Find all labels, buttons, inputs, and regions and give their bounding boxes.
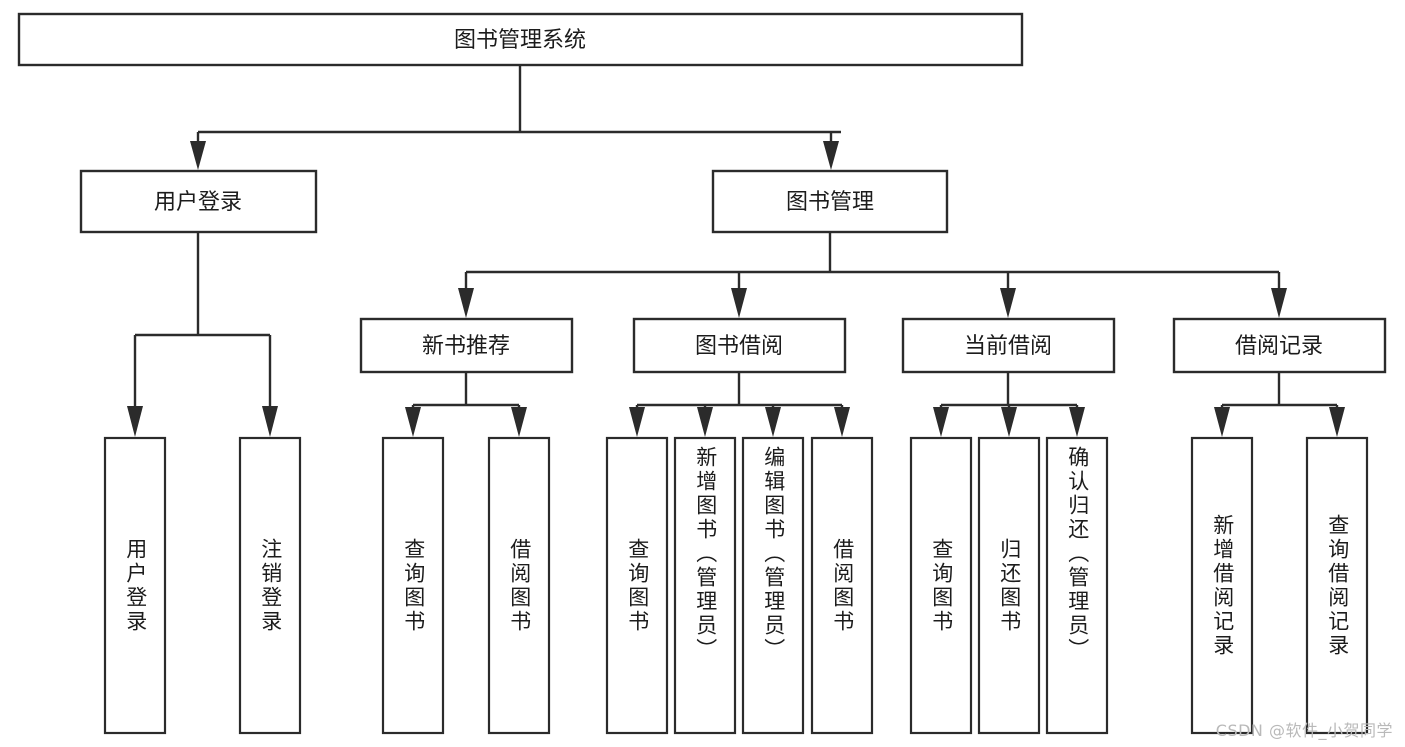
leaf-user-login-box[interactable] bbox=[103, 436, 167, 735]
leaf-query-book-3[interactable] bbox=[909, 436, 973, 735]
node-root[interactable]: 图书管理系统 bbox=[17, 12, 1024, 67]
user-login-label: 用户登录 bbox=[154, 190, 242, 215]
node-new-book-recommend[interactable]: 新书推荐 bbox=[359, 317, 574, 374]
leaf-query-borrow-record[interactable] bbox=[1305, 436, 1369, 735]
arrow-to-leaf-borrow-book-2 bbox=[834, 407, 850, 437]
leaf-confirm-return-admin[interactable] bbox=[1045, 436, 1109, 735]
node-borrow-record[interactable]: 借阅记录 bbox=[1172, 317, 1387, 374]
leaf-borrow-book-2-box[interactable] bbox=[810, 436, 874, 735]
arrow-to-leaf-borrow-book-1 bbox=[511, 407, 527, 437]
root-box[interactable] bbox=[17, 12, 1024, 67]
leaf-add-book-admin-box[interactable] bbox=[673, 436, 737, 735]
arrow-to-leaf-add-record bbox=[1214, 407, 1230, 437]
leaf-query-book-2[interactable] bbox=[605, 436, 669, 735]
new-book-recommend-box[interactable] bbox=[359, 317, 574, 374]
arrow-to-leaf-logout bbox=[262, 406, 278, 437]
current-borrow-label: 当前借阅 bbox=[964, 334, 1052, 359]
leaf-logout-login-box[interactable] bbox=[238, 436, 302, 735]
arrow-to-leaf-query-book-2 bbox=[629, 407, 645, 437]
node-user-login[interactable]: 用户登录 bbox=[79, 169, 318, 234]
connector-root-to-level2 bbox=[190, 65, 841, 170]
arrow-to-leaf-user-login bbox=[127, 406, 143, 437]
connector-newbookrec-to-leaves bbox=[405, 372, 527, 437]
leaf-query-book-1-box[interactable] bbox=[381, 436, 445, 735]
node-current-borrow[interactable]: 当前借阅 bbox=[901, 317, 1116, 374]
arrow-to-book-manage bbox=[823, 141, 839, 170]
arrow-to-leaf-return-book bbox=[1001, 407, 1017, 437]
leaf-query-book-3-box[interactable] bbox=[909, 436, 973, 735]
leaf-query-borrow-record-box[interactable] bbox=[1305, 436, 1369, 735]
leaf-return-book[interactable] bbox=[977, 436, 1041, 735]
node-book-borrow[interactable]: 图书借阅 bbox=[632, 317, 847, 374]
new-book-recommend-label: 新书推荐 bbox=[422, 334, 510, 359]
connector-borrowrecord-to-leaves bbox=[1214, 372, 1345, 437]
arrow-to-leaf-query-book-3 bbox=[933, 407, 949, 437]
arrow-to-user-login bbox=[190, 141, 206, 170]
connector-currentborrow-to-leaves bbox=[933, 372, 1085, 437]
arrow-to-leaf-confirm-return bbox=[1069, 407, 1085, 437]
leaf-add-borrow-record-box[interactable] bbox=[1190, 436, 1254, 735]
leaf-edit-book-admin-box[interactable] bbox=[741, 436, 805, 735]
leaf-query-book-2-box[interactable] bbox=[605, 436, 669, 735]
user-login-box[interactable] bbox=[79, 169, 318, 234]
connector-bookborrow-to-leaves bbox=[629, 372, 850, 437]
leaf-logout-login[interactable] bbox=[238, 436, 302, 735]
arrow-to-leaf-edit-book bbox=[765, 407, 781, 437]
node-book-manage[interactable]: 图书管理 bbox=[711, 169, 949, 234]
book-borrow-label: 图书借阅 bbox=[695, 334, 783, 359]
leaf-edit-book-admin[interactable] bbox=[741, 436, 805, 735]
borrow-record-label: 借阅记录 bbox=[1235, 334, 1323, 359]
arrow-to-leaf-query-record bbox=[1329, 407, 1345, 437]
connector-bookmanage-to-level3 bbox=[458, 232, 1287, 318]
book-manage-label: 图书管理 bbox=[786, 190, 874, 215]
leaf-confirm-return-admin-box[interactable] bbox=[1045, 436, 1109, 735]
current-borrow-box[interactable] bbox=[901, 317, 1116, 374]
leaf-add-book-admin[interactable] bbox=[673, 436, 737, 735]
arrow-to-new-book-rec bbox=[458, 288, 474, 318]
leaf-add-borrow-record[interactable] bbox=[1190, 436, 1254, 735]
leaf-borrow-book-1-box[interactable] bbox=[487, 436, 551, 735]
root-label: 图书管理系统 bbox=[454, 28, 586, 53]
arrow-to-book-borrow bbox=[731, 288, 747, 318]
leaf-borrow-book-1[interactable] bbox=[487, 436, 551, 735]
connector-userlogin-to-leaves bbox=[127, 232, 278, 437]
leaf-return-book-box[interactable] bbox=[977, 436, 1041, 735]
leaf-user-login[interactable] bbox=[103, 436, 167, 735]
leaf-query-book-1[interactable] bbox=[381, 436, 445, 735]
arrow-to-current-borrow bbox=[1000, 288, 1016, 318]
arrow-to-leaf-add-book bbox=[697, 407, 713, 437]
leaf-borrow-book-2[interactable] bbox=[810, 436, 874, 735]
arrow-to-borrow-record bbox=[1271, 288, 1287, 318]
arrow-to-leaf-query-book-1 bbox=[405, 407, 421, 437]
